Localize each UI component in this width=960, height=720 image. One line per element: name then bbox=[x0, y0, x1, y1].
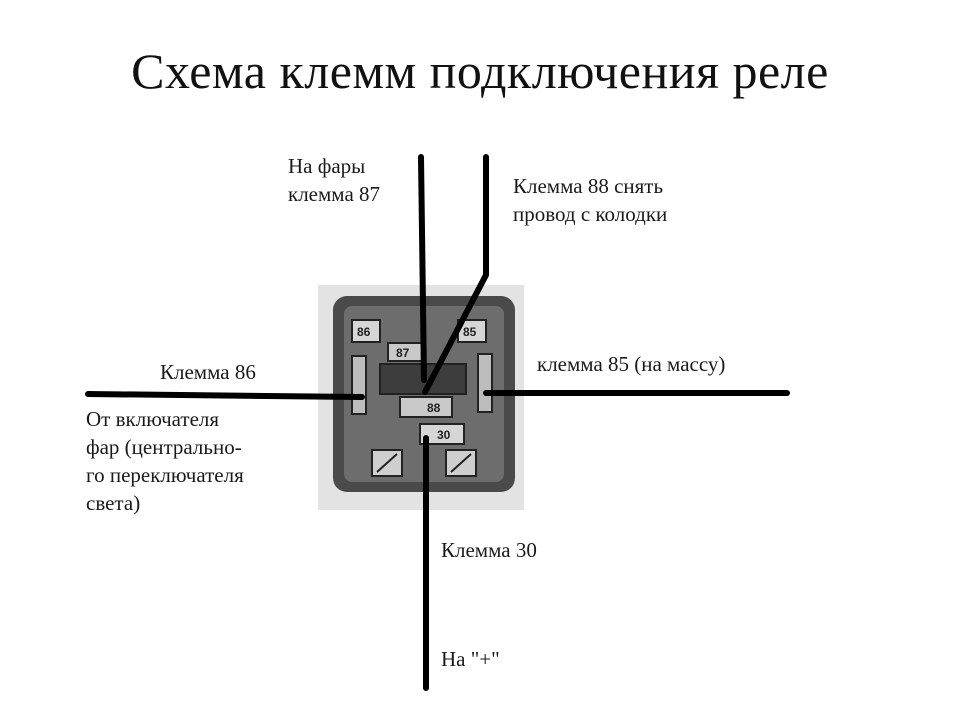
slot-30 bbox=[419, 423, 465, 445]
pin-label-88: 88 bbox=[427, 401, 441, 415]
label-source-line4: света) bbox=[86, 491, 141, 515]
label-88-line2: провод с колодки bbox=[513, 202, 668, 226]
label-plus: На "+" bbox=[441, 647, 500, 671]
label-terminal-86: Клемма 86 bbox=[160, 360, 256, 384]
label-terminal-87: На фары клемма 87 bbox=[288, 152, 380, 208]
label-source-line1: От включателя bbox=[86, 407, 220, 431]
diagram-title: Схема клемм подключения реле bbox=[131, 43, 829, 99]
screw-right-slot bbox=[450, 453, 472, 473]
label-87-line1: На фары bbox=[288, 154, 366, 178]
pin-label-86: 86 bbox=[357, 325, 371, 339]
wire-87 bbox=[418, 154, 427, 383]
pin-label-85: 85 bbox=[463, 325, 477, 339]
slot-88 bbox=[399, 396, 453, 418]
pin-label-87: 87 bbox=[396, 346, 410, 360]
slot-86 bbox=[351, 319, 381, 343]
label-88-line1: Клемма 88 снять bbox=[513, 174, 664, 198]
label-terminal-85: клемма 85 (на массу) bbox=[537, 352, 726, 376]
pin-85-blade bbox=[477, 353, 493, 413]
label-87-line2: клемма 87 bbox=[288, 182, 381, 206]
screw-left-slot bbox=[376, 453, 398, 473]
wire-88 bbox=[422, 154, 489, 395]
label-terminal-30: Клемма 30 bbox=[441, 538, 537, 562]
label-source: От включателя фар (центрально- го перекл… bbox=[86, 405, 244, 517]
label-terminal-88: Клемма 88 снять провод с колодки bbox=[513, 172, 667, 228]
wire-86 bbox=[85, 391, 365, 400]
pin-label-30: 30 bbox=[437, 428, 451, 442]
label-source-line2: фар (центрально- bbox=[86, 435, 242, 459]
pin-86-blade bbox=[351, 355, 367, 415]
label-source-line3: го переключателя bbox=[86, 463, 244, 487]
